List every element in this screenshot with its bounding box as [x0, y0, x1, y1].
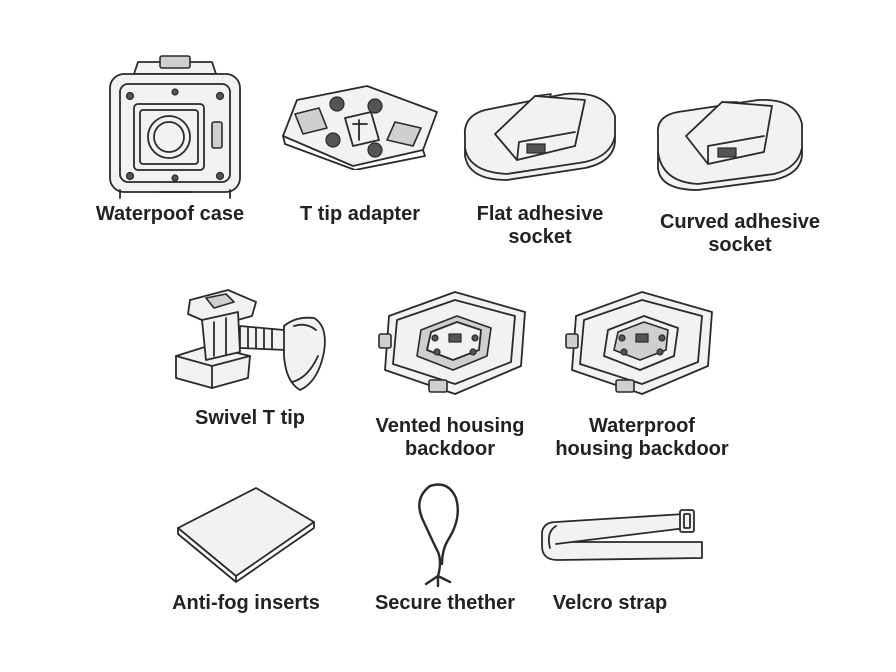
waterproof-housing-backdoor-label: Waterproof housing backdoor: [555, 415, 729, 460]
curved-adhesive-socket-illustration: [650, 84, 810, 194]
swivel-t-tip-label: Swivel T tip: [194, 407, 306, 429]
flat-adhesive-socket-label: Flat adhesive socket: [476, 203, 604, 248]
vented-housing-backdoor-illustration: [375, 286, 535, 398]
t-tip-adapter-illustration: [275, 78, 445, 170]
waterproof-case-illustration: [100, 52, 250, 200]
waterproof-housing-backdoor-illustration: [562, 286, 722, 398]
waterproof-case-label: Waterpoof case: [95, 203, 245, 225]
flat-adhesive-socket-illustration: [455, 76, 625, 186]
anti-fog-inserts-illustration: [174, 484, 318, 584]
secure-thether-label: Secure thether: [374, 592, 516, 614]
curved-adhesive-socket-label: Curved adhesive socket: [659, 211, 821, 256]
swivel-t-tip-illustration: [168, 286, 330, 398]
anti-fog-inserts-label: Anti-fog inserts: [172, 592, 320, 614]
secure-thether-illustration: [408, 478, 478, 588]
velcro-strap-label: Velcro strap: [552, 592, 668, 614]
t-tip-adapter-label: T tip adapter: [299, 203, 420, 225]
velcro-strap-illustration: [536, 502, 708, 566]
vented-housing-backdoor-label: Vented housing backdoor: [375, 415, 525, 460]
